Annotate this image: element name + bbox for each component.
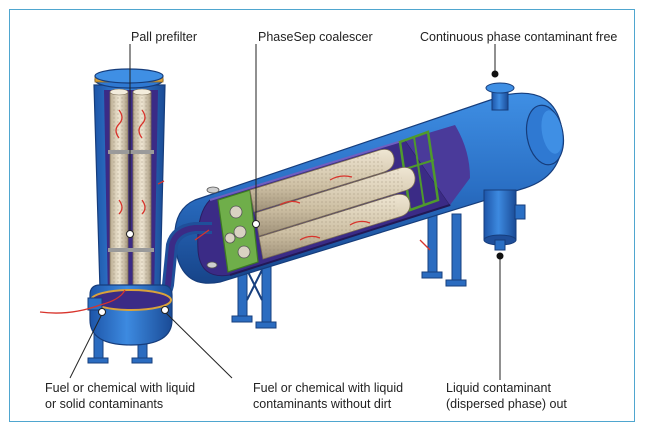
coalescer-cartridges (249, 148, 416, 260)
label-transfer-line1: Fuel or chemical with liquid (253, 381, 404, 395)
label-phasesep-coalescer: PhaseSep coalescer (258, 30, 373, 44)
label-inlet-line2: or solid contaminants (45, 397, 164, 411)
label-inlet-line1: Fuel or chemical with liquid (45, 381, 196, 395)
leader-dots (98, 70, 504, 316)
label-dispersed-line2: (dispersed phase) out (446, 397, 567, 411)
label-transfer-line2: contaminants without dirt (253, 397, 392, 411)
tube-sheets (217, 130, 440, 273)
leader-lines (69, 44, 501, 380)
label-pall-prefilter: Pall prefilter (131, 30, 197, 44)
label-continuous-phase: Continuous phase contaminant free (420, 30, 618, 44)
label-dispersed-line1: Liquid contaminant (446, 381, 551, 395)
flow-arrows (39, 109, 431, 314)
